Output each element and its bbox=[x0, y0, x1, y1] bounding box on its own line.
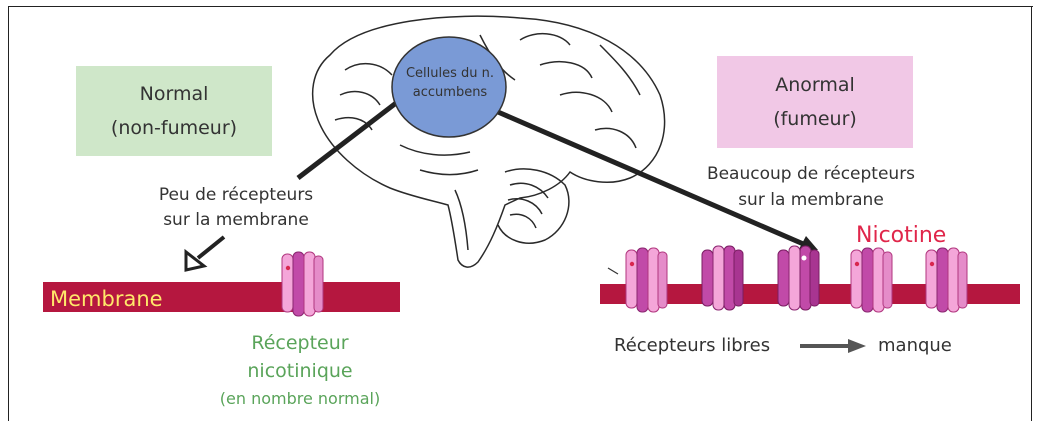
pointer-line-left bbox=[298, 100, 400, 178]
hollow-arrow-icon bbox=[186, 237, 224, 270]
withdrawal-label: manque bbox=[878, 335, 952, 357]
free-receptors-label: Récepteurs libres bbox=[614, 335, 770, 357]
receptor-smoker-4 bbox=[851, 248, 892, 312]
receptor-caption-line3: (en nombre normal) bbox=[210, 385, 390, 413]
arrow-right-icon bbox=[848, 339, 866, 353]
cell-label-line2: accumbens bbox=[396, 83, 504, 102]
cell-label-line1: Cellules du n. bbox=[396, 64, 504, 83]
receptor-caption-line2: nicotinique bbox=[210, 357, 390, 385]
nicotine-dot bbox=[802, 256, 807, 261]
right-caption-line2: sur la membrane bbox=[686, 187, 936, 213]
receptor-smoker-2 bbox=[702, 246, 743, 310]
right-caption-line1: Beaucoup de récepteurs bbox=[686, 161, 936, 187]
left-caption-line2: sur la membrane bbox=[148, 208, 324, 233]
receptor-caption: Récepteur nicotinique (en nombre normal) bbox=[210, 329, 390, 413]
receptor-smoker-1 bbox=[626, 248, 667, 312]
nicotinic-receptor bbox=[282, 252, 323, 316]
nicotine-label: Nicotine bbox=[856, 223, 946, 249]
membrane-label: Membrane bbox=[50, 287, 163, 311]
cell-label: Cellules du n. accumbens bbox=[396, 64, 504, 102]
receptor-caption-line1: Récepteur bbox=[210, 329, 390, 357]
membrane-tick bbox=[608, 268, 618, 274]
receptor-smoker-5 bbox=[926, 248, 967, 312]
left-caption: Peu de récepteurs sur la membrane bbox=[148, 183, 324, 233]
left-caption-line1: Peu de récepteurs bbox=[148, 183, 324, 208]
right-caption: Beaucoup de récepteurs sur la membrane bbox=[686, 161, 936, 213]
receptor-smoker-3 bbox=[778, 246, 819, 310]
